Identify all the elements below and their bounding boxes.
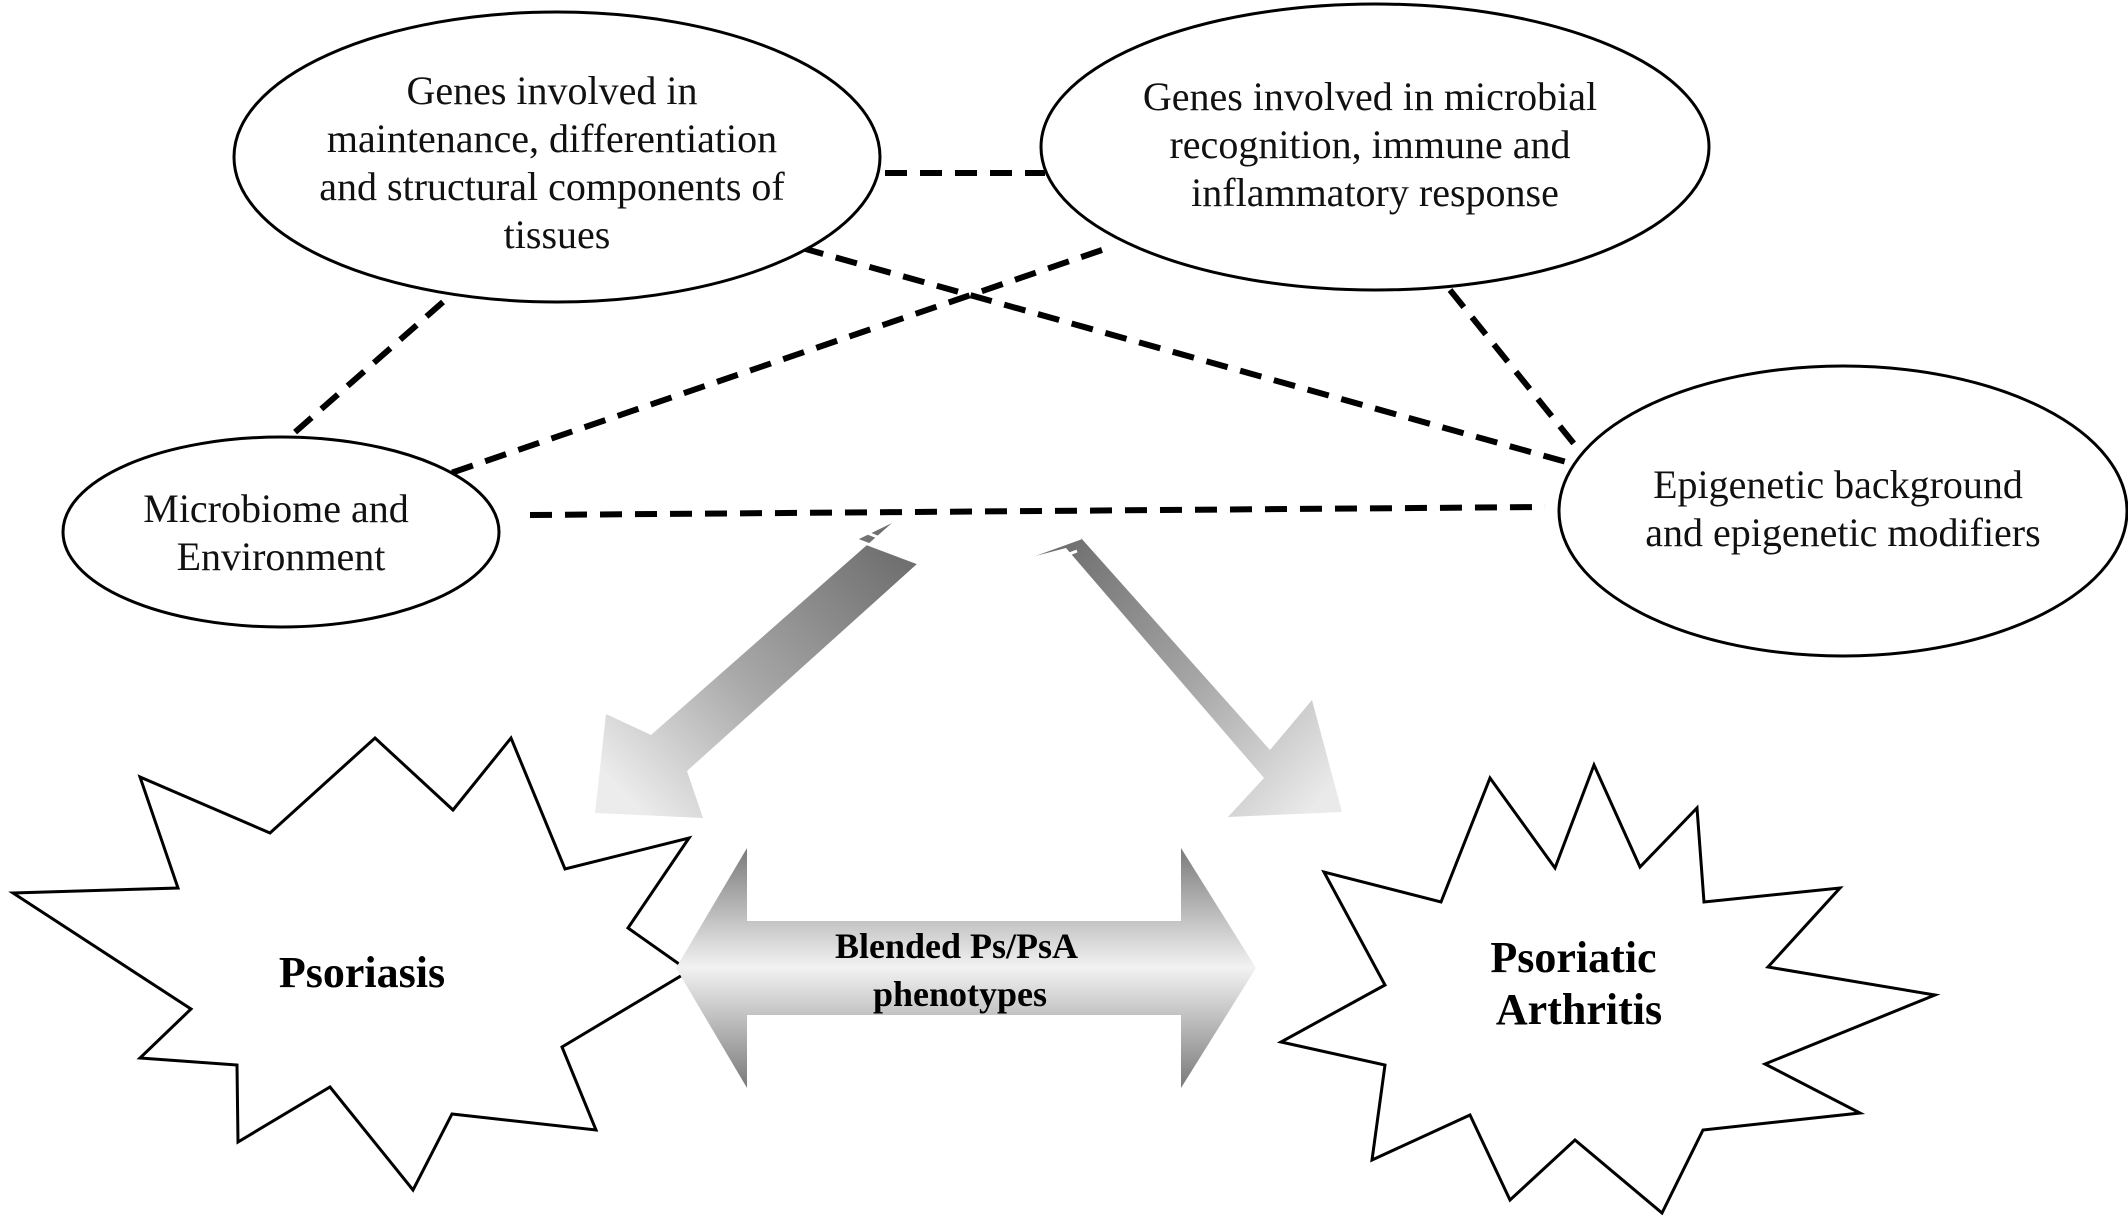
outcome-psoriasis-star — [8, 735, 693, 1193]
node-genes-tissue-line-4: tissues — [504, 212, 611, 257]
arrow-to-psoriatic-arthritis-body — [1020, 538, 1342, 817]
node-genes-immune-line-1: Genes involved in microbial — [1143, 74, 1597, 119]
arrow-to-psoriasis — [595, 523, 919, 818]
arrow-to-psoriatic-arthritis-stripe — [1019, 536, 1082, 562]
svg-text:Psoriatic Arthritis: Psoriatic Arthritis — [1490, 933, 1667, 1034]
outcome-psoriatic-arthritis-star — [1276, 761, 1941, 1216]
svg-text:Genes involved in mainte: Genes involved in maintenance, different… — [319, 68, 794, 257]
node-genes-tissue-shape — [232, 10, 882, 304]
connector-immune-microbiome — [447, 247, 1103, 477]
svg-text:Microbiome and Environme: Microbiome and Environment — [143, 486, 419, 579]
arrow-to-psoriasis-body — [595, 523, 918, 818]
node-genes-tissue-line-1: Genes involved in — [406, 68, 697, 113]
node-microbiome: Microbiome and Environment — [61, 435, 501, 629]
outcome-psoriatic-arthritis-line-2: Arthritis — [1496, 985, 1662, 1034]
connector-microbiome-epigenetic — [529, 504, 1546, 518]
blend-arrow-body — [676, 848, 1256, 1088]
node-epigenetic-shape — [1557, 364, 2128, 658]
node-epigenetic-line-1: Epigenetic background — [1653, 462, 2023, 507]
node-microbiome-shape — [61, 435, 501, 629]
node-genes-tissue: Genes involved in maintenance, different… — [232, 10, 882, 304]
svg-text:Epigenetic background an: Epigenetic background and epigenetic mod… — [1645, 462, 2040, 555]
node-genes-tissue-line-2: maintenance, differentiation — [327, 116, 777, 161]
svg-text:Genes involved in microbial: Genes involved in microbial recognition,… — [1143, 74, 1607, 215]
node-genes-tissue-line-3: and structural components of — [319, 164, 785, 209]
node-epigenetic: Epigenetic background and epigenetic mod… — [1557, 364, 2128, 658]
node-epigenetic-line-2: and epigenetic modifiers — [1645, 510, 2040, 555]
blend-arrow-line-2: phenotypes — [873, 974, 1047, 1014]
outcome-psoriatic-arthritis-line-1: Psoriatic — [1490, 933, 1656, 982]
arrow-to-psoriasis-stripe — [856, 538, 919, 565]
outcome-psoriatic-arthritis: Psoriatic Arthritis — [1276, 761, 1941, 1216]
connector-tissue-microbiome — [275, 299, 445, 451]
arrow-to-psoriatic-arthritis-stripe — [1027, 549, 1078, 572]
arrow-to-psoriatic-arthritis — [1019, 536, 1342, 817]
node-genes-immune-shape — [1039, 2, 1711, 292]
outcome-psoriasis: Psoriasis — [8, 735, 693, 1193]
node-microbiome-line-2: Environment — [177, 534, 386, 579]
connector-immune-epigenetic — [1447, 288, 1578, 447]
node-microbiome-line-1: Microbiome and — [143, 486, 409, 531]
node-genes-immune-line-2: recognition, immune and — [1169, 122, 1570, 167]
blend-arrow: Blended Ps/PsA phenotypes — [676, 848, 1256, 1088]
connector-lines — [275, 170, 1578, 518]
connector-tissue-epigenetic — [801, 245, 1578, 468]
node-genes-immune: Genes involved in microbial recognition,… — [1039, 2, 1711, 292]
svg-text:Psoriasis: Psoriasis — [279, 948, 445, 997]
svg-text:Blended Ps/PsA phenotype: Blended Ps/PsA phenotypes — [835, 926, 1085, 1014]
outcome-psoriasis-label: Psoriasis — [279, 948, 445, 997]
node-genes-immune-line-3: inflammatory response — [1191, 170, 1559, 215]
blend-arrow-line-1: Blended Ps/PsA — [835, 926, 1078, 966]
arrow-to-psoriasis-stripe — [864, 530, 906, 550]
